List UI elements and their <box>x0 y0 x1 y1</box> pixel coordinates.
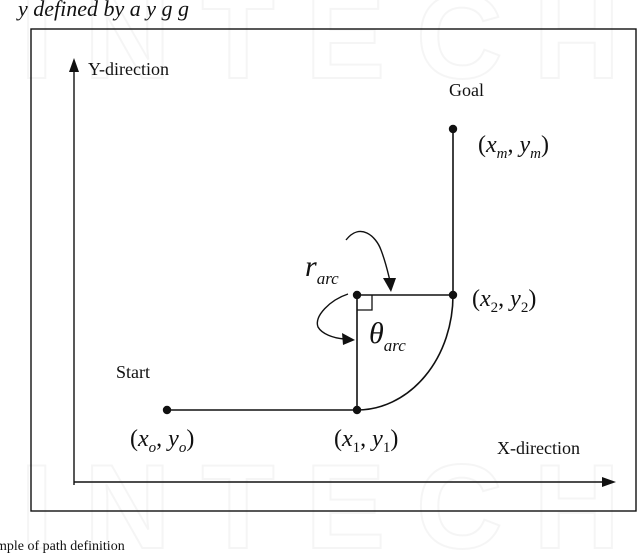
start-coord-label: (xo, yo) <box>130 426 194 456</box>
x-axis-label: X-direction <box>497 438 580 458</box>
radius-arrowhead-lower <box>342 333 355 345</box>
arc-center-point <box>352 290 362 300</box>
watermark-top: INTECH <box>20 0 620 104</box>
radius-symbol: rarc <box>305 250 339 288</box>
figure-caption: mple of path definition <box>0 539 125 554</box>
radius-arrowhead-upper <box>383 278 396 292</box>
goal-coord-label: (xm, ym) <box>478 132 549 162</box>
start-label: Start <box>116 362 150 382</box>
caption-fragment-top: y defined by a y g g <box>18 0 190 21</box>
x-axis-arrowhead <box>602 477 616 487</box>
radius-arrow-upper <box>345 230 391 282</box>
point-2 <box>448 290 458 300</box>
path-arc <box>356 294 454 411</box>
goal-point <box>448 124 458 134</box>
figure-frame <box>30 28 637 512</box>
y-axis-label: Y-direction <box>88 59 169 79</box>
angle-symbol: θarc <box>369 317 406 355</box>
radius-arrow-lower <box>316 293 349 340</box>
point-1 <box>352 405 362 415</box>
p1-coord-label: (x1, y1) <box>334 426 398 456</box>
right-angle-marker <box>357 295 373 311</box>
y-axis-arrowhead <box>69 58 79 72</box>
p2-coord-label: (x2, y2) <box>472 286 536 316</box>
goal-label: Goal <box>449 80 484 100</box>
start-point <box>162 405 172 415</box>
